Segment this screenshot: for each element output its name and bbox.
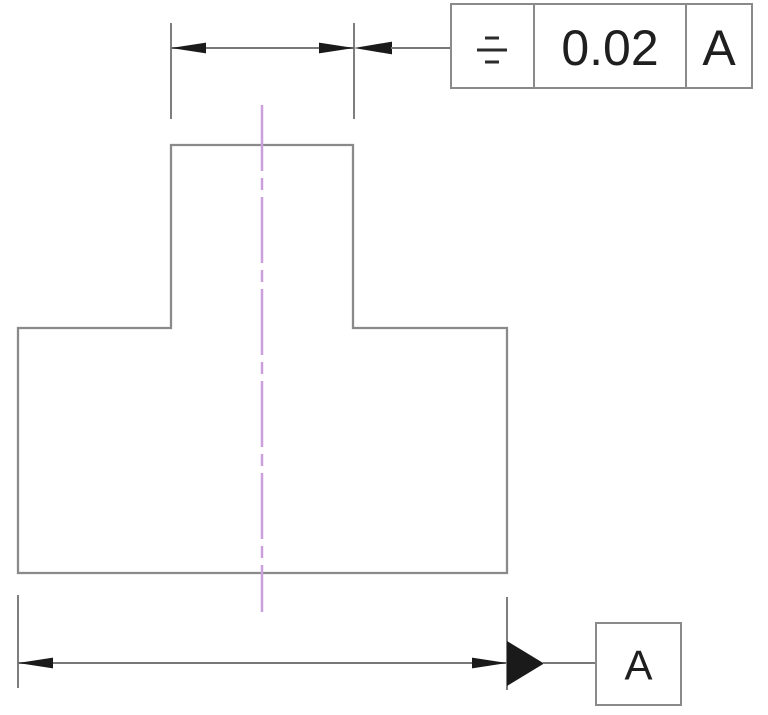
datum-label: A (624, 642, 652, 689)
fcf-border (450, 3, 753, 89)
fcf-tolerance-value: 0.02 (561, 20, 658, 76)
datum-feature-symbol: A (507, 622, 682, 706)
arrowhead-right-icon (319, 42, 354, 54)
arrowhead-left-icon (171, 42, 206, 54)
leader-arrowhead-icon (354, 41, 392, 55)
top-width-dimension (170, 23, 355, 119)
fcf-datum-reference: A (702, 20, 736, 76)
symmetry-icon (477, 36, 507, 64)
datum-label-box (595, 622, 682, 706)
part-outline (16, 143, 509, 575)
arrowhead-left-icon (18, 657, 53, 669)
arrowhead-right-icon (472, 657, 507, 669)
datum-triangle-icon (507, 641, 544, 686)
fcf-leader (354, 41, 451, 55)
feature-control-frame: 0.02 A (450, 3, 753, 89)
